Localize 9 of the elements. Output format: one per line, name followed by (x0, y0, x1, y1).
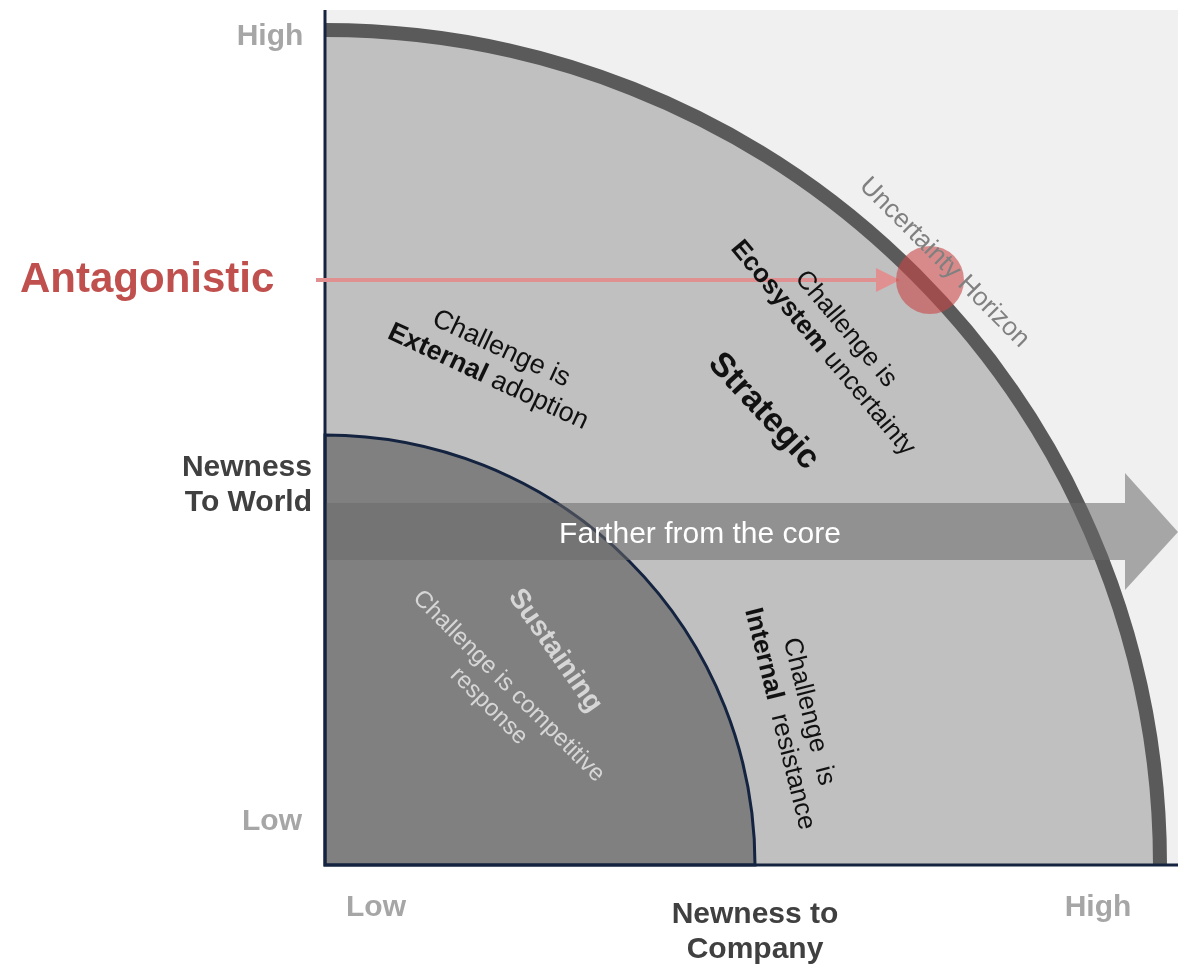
axis-tick-label: High (235, 17, 305, 53)
axis-tick-label: Low (345, 888, 407, 924)
axis-title: Newness to Company (670, 895, 840, 965)
region-description: Challenge is Internal resistance (738, 603, 845, 835)
arrow (316, 268, 900, 292)
axis-title: Newness To World (180, 448, 312, 518)
callout-label: Antagonistic (20, 257, 275, 299)
axis-tick-label: Low (241, 802, 303, 838)
axis-tick-label: High (1063, 888, 1133, 924)
